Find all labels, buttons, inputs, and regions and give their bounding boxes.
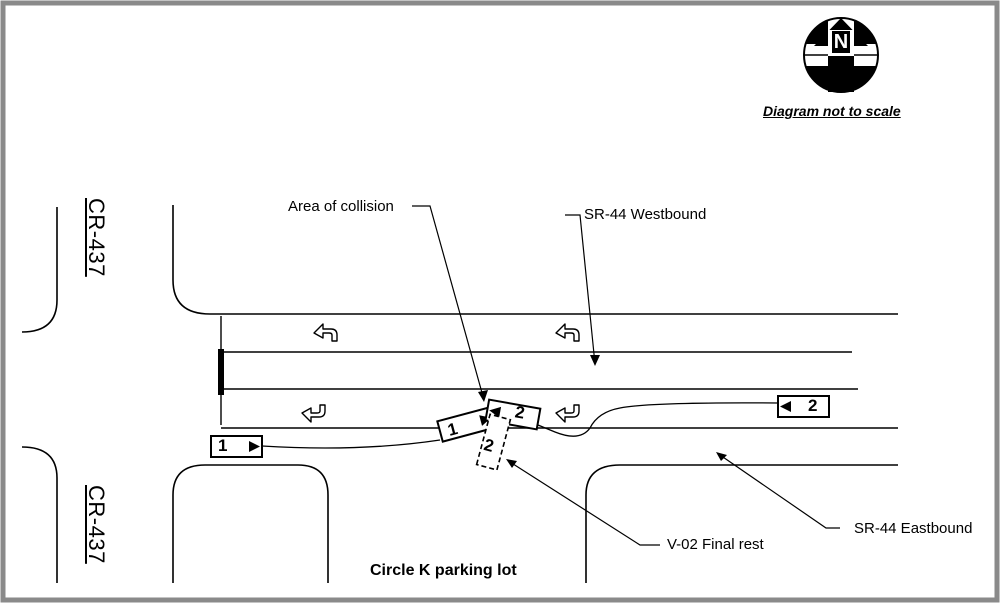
v02-final-rest-label: V-02 Final rest [667, 536, 764, 553]
vehicle-1-start [210, 435, 263, 458]
leader-arrowheads [478, 355, 727, 468]
parking-lot-label: Circle K parking lot [370, 562, 517, 579]
vehicle-paths [261, 402, 779, 449]
sr44-roadway [172, 205, 898, 583]
leader-lines [412, 205, 840, 546]
right-turn-arrow-icon [555, 404, 580, 423]
vehicle-2-final-rest [475, 413, 512, 471]
eastbound-label: SR-44 Eastbound [854, 520, 973, 537]
v1-path [261, 439, 441, 449]
vehicle-2-start-number: 2 [808, 396, 818, 415]
area-of-collision-label: Area of collision [288, 198, 394, 215]
north-compass-icon [803, 17, 879, 93]
vehicle-2-start [777, 395, 830, 418]
westbound-label: SR-44 Westbound [584, 206, 707, 223]
left-turn-arrow-icon [555, 323, 580, 342]
cross-road-curbs [21, 207, 58, 583]
cross-road-label-south: CR-437 [84, 485, 109, 564]
lane-arrows [301, 323, 580, 423]
v2-path [537, 402, 779, 437]
right-turn-arrow-icon [301, 404, 326, 423]
left-turn-arrow-icon [313, 323, 338, 342]
signal-stop-bar [218, 349, 224, 395]
compass-letter: N [832, 31, 850, 53]
cross-road-label-north: CR-437 [84, 198, 109, 277]
vehicle-1-start-number: 1 [218, 436, 228, 455]
not-to-scale-note: Diagram not to scale [763, 103, 901, 119]
